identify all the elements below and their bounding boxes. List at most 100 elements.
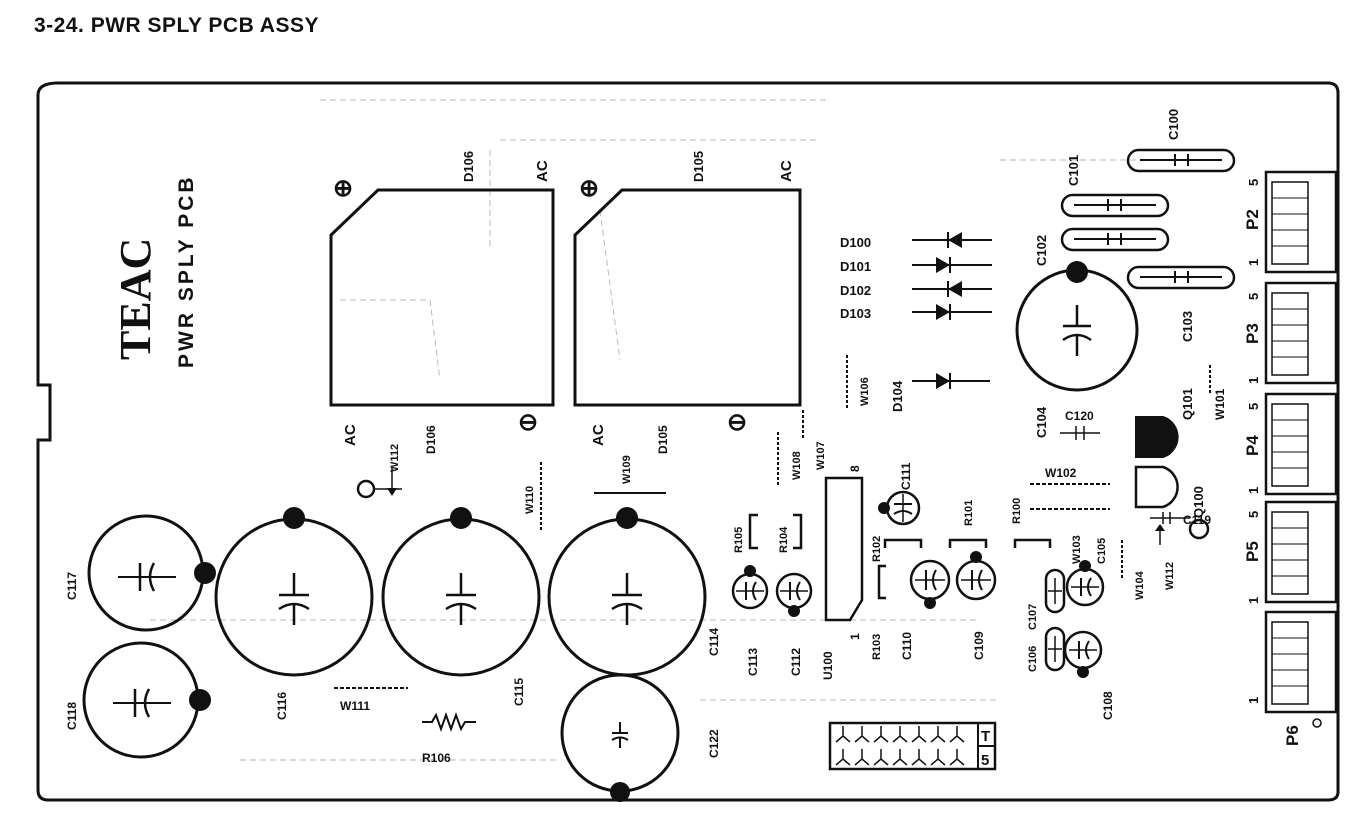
d105-plus: ⊕ (579, 175, 599, 202)
terminal-glyph (835, 749, 851, 766)
p3-pin5: 5 (1246, 293, 1261, 300)
r100-label: R100 (1011, 498, 1023, 524)
c114-label: C114 (707, 628, 721, 656)
resistor-r106 (422, 712, 476, 732)
d105-top-label: D105 (691, 151, 706, 182)
terminal-glyph (854, 749, 870, 766)
c102-label: C102 (1034, 235, 1049, 266)
capacitor-c100 (1126, 148, 1236, 173)
resistor-r104 (793, 513, 803, 550)
connector-p4 (1264, 392, 1338, 496)
capacitor-c106 (1044, 626, 1066, 672)
capacitor-c109 (955, 551, 997, 601)
diode-d104 (912, 373, 990, 389)
d106-ac-top: AC (534, 160, 551, 182)
d104-label: D104 (890, 380, 905, 412)
test-terminal-block (828, 721, 997, 771)
c119-label: C119 (1183, 513, 1211, 527)
p6-mount-hole (1312, 718, 1322, 728)
w106-label: W106 (859, 377, 871, 406)
u100-pin8: 8 (848, 465, 862, 472)
connector-p5 (1264, 500, 1338, 604)
terminal-glyph (873, 749, 889, 766)
board-name: PWR SPLY PCB (175, 174, 198, 368)
page-title: 3-24. PWR SPLY PCB ASSY (34, 14, 319, 37)
p4-pin1: 1 (1246, 487, 1261, 494)
capacitor-c116 (214, 507, 374, 677)
capacitor-c103 (1126, 265, 1236, 290)
d103-label: D103 (840, 306, 871, 321)
c115-label: C115 (512, 678, 526, 706)
c117-label: C117 (65, 572, 79, 600)
capacitor-c122 (560, 673, 680, 802)
p2-pin1: 1 (1246, 259, 1261, 266)
d106-top-label: D106 (461, 151, 476, 182)
terminal-t: T (981, 728, 990, 745)
w112-right-label: W112 (1164, 562, 1176, 590)
diode-d102 (912, 281, 992, 297)
d100-label: D100 (840, 235, 871, 250)
d106-bottom-label: D106 (424, 425, 438, 454)
terminal-glyph (835, 726, 851, 743)
d106-plus: ⊕ (333, 175, 353, 202)
c122-label: C122 (707, 729, 721, 758)
w102-label: W102 (1045, 466, 1077, 480)
capacitor-c120 (1060, 426, 1100, 440)
terminal-glyph (854, 726, 870, 743)
q100-label: Q100 (1191, 486, 1206, 518)
capacitor-c119 (1150, 512, 1210, 545)
r104-label: R104 (778, 526, 790, 553)
capacitor-c110 (909, 559, 951, 609)
d105-ac-top: AC (778, 160, 795, 182)
p3-pin1: 1 (1246, 377, 1261, 384)
p5-label: P5 (1243, 541, 1262, 562)
resistor-r102 (883, 538, 923, 548)
p5-pin1: 1 (1246, 597, 1261, 604)
u100-label: U100 (821, 651, 835, 680)
c101-label: C101 (1066, 155, 1081, 186)
r103-label: R103 (871, 634, 883, 660)
capacitor-c104 (1015, 261, 1139, 392)
terminal-glyph (873, 726, 889, 743)
w103-label: W103 (1071, 535, 1083, 564)
r101-label: R101 (963, 500, 975, 526)
p5-pin5: 5 (1246, 511, 1261, 518)
transistor-q101 (1135, 416, 1179, 458)
c108-label: C108 (1101, 691, 1115, 720)
p3-label: P3 (1243, 323, 1262, 344)
terminal-glyphs (835, 726, 965, 766)
rectifier-d106 (329, 188, 555, 407)
p4-label: P4 (1243, 435, 1262, 456)
capacitor-c113 (731, 565, 769, 610)
c109-label: C109 (972, 631, 986, 660)
capacitor-c108 (1063, 630, 1103, 678)
q101-label: Q101 (1180, 388, 1195, 420)
p4-pin5: 5 (1246, 403, 1261, 410)
diode-d100 (912, 232, 992, 248)
w107-label: W107 (815, 441, 827, 470)
teac-logo: TEAC (111, 238, 160, 360)
board-outline (36, 81, 1340, 802)
resistor-r103 (877, 564, 886, 600)
faint-traces (150, 99, 1140, 761)
p2-label: P2 (1243, 209, 1262, 230)
capacitor-c101 (1060, 193, 1170, 218)
p6-pin1: 1 (1246, 697, 1261, 704)
capacitor-c115 (381, 507, 541, 677)
c116-label: C116 (275, 692, 289, 720)
capacitor-c118 (82, 641, 211, 759)
d105-minus: ⊖ (727, 409, 747, 436)
terminal-glyph (911, 749, 927, 766)
p2-pin5: 5 (1246, 179, 1261, 186)
diode-d101 (912, 257, 992, 273)
resistor-r105 (748, 513, 758, 550)
p6-label: P6 (1283, 725, 1302, 746)
terminal-glyph (949, 726, 965, 743)
c110-label: C110 (900, 632, 914, 660)
w111-label: W111 (340, 699, 370, 713)
terminal-5: 5 (981, 752, 989, 769)
d106-minus: ⊖ (518, 409, 538, 436)
connector-p6 (1264, 610, 1338, 714)
terminal-glyph (911, 726, 927, 743)
